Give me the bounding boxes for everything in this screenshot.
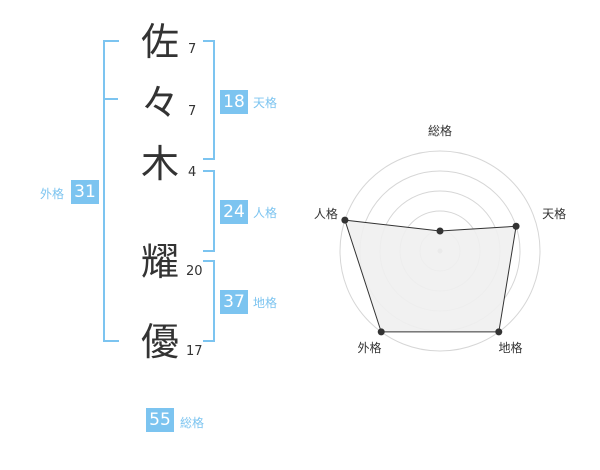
- stroke-count-1: 7: [188, 42, 197, 57]
- gaikaku-bracket-tick: [103, 98, 118, 100]
- stroke-count-3: 4: [188, 165, 197, 180]
- name-char-2: 々: [140, 81, 179, 125]
- radar-point-5: [341, 216, 349, 224]
- gaikaku-label: 外格: [40, 187, 65, 201]
- name-char-3: 木: [140, 142, 179, 186]
- soukaku-value: 55: [146, 408, 174, 432]
- radar-point-2: [512, 222, 520, 230]
- stroke-count-5: 17: [186, 344, 203, 359]
- chikaku-label: 地格: [253, 296, 278, 310]
- radar-point-3: [495, 328, 503, 336]
- tenkaku-bracket: [203, 40, 215, 160]
- jinkaku-bracket: [203, 170, 215, 252]
- stroke-count-4: 20: [186, 264, 203, 279]
- radar-ring: [339, 150, 541, 352]
- soukaku-label: 総格: [180, 416, 205, 430]
- jinkaku-value: 24: [220, 200, 248, 224]
- radar-point-1: [436, 227, 444, 235]
- stroke-count-2: 7: [188, 104, 197, 119]
- name-char-5: 優: [140, 320, 179, 364]
- name-char-1: 佐: [140, 20, 179, 64]
- name-char-4: 耀: [140, 240, 179, 284]
- gaikaku-value: 31: [71, 180, 99, 204]
- radar-axis-label-2: 天格: [542, 206, 566, 221]
- radar-axis-label-1: 総格: [428, 123, 452, 138]
- chikaku-value: 37: [220, 290, 248, 314]
- radar-series-polygon: [344, 219, 517, 333]
- radar-point-4: [377, 328, 385, 336]
- chikaku-bracket: [203, 260, 215, 342]
- tenkaku-value: 18: [220, 90, 248, 114]
- tenkaku-label: 天格: [253, 96, 278, 110]
- jinkaku-label: 人格: [253, 206, 278, 220]
- gaikaku-bracket: [103, 40, 119, 342]
- radar-axis-label-4: 外格: [357, 340, 381, 355]
- radar-axis-label-3: 地格: [499, 340, 523, 355]
- radar-axis-label-5: 人格: [314, 206, 338, 221]
